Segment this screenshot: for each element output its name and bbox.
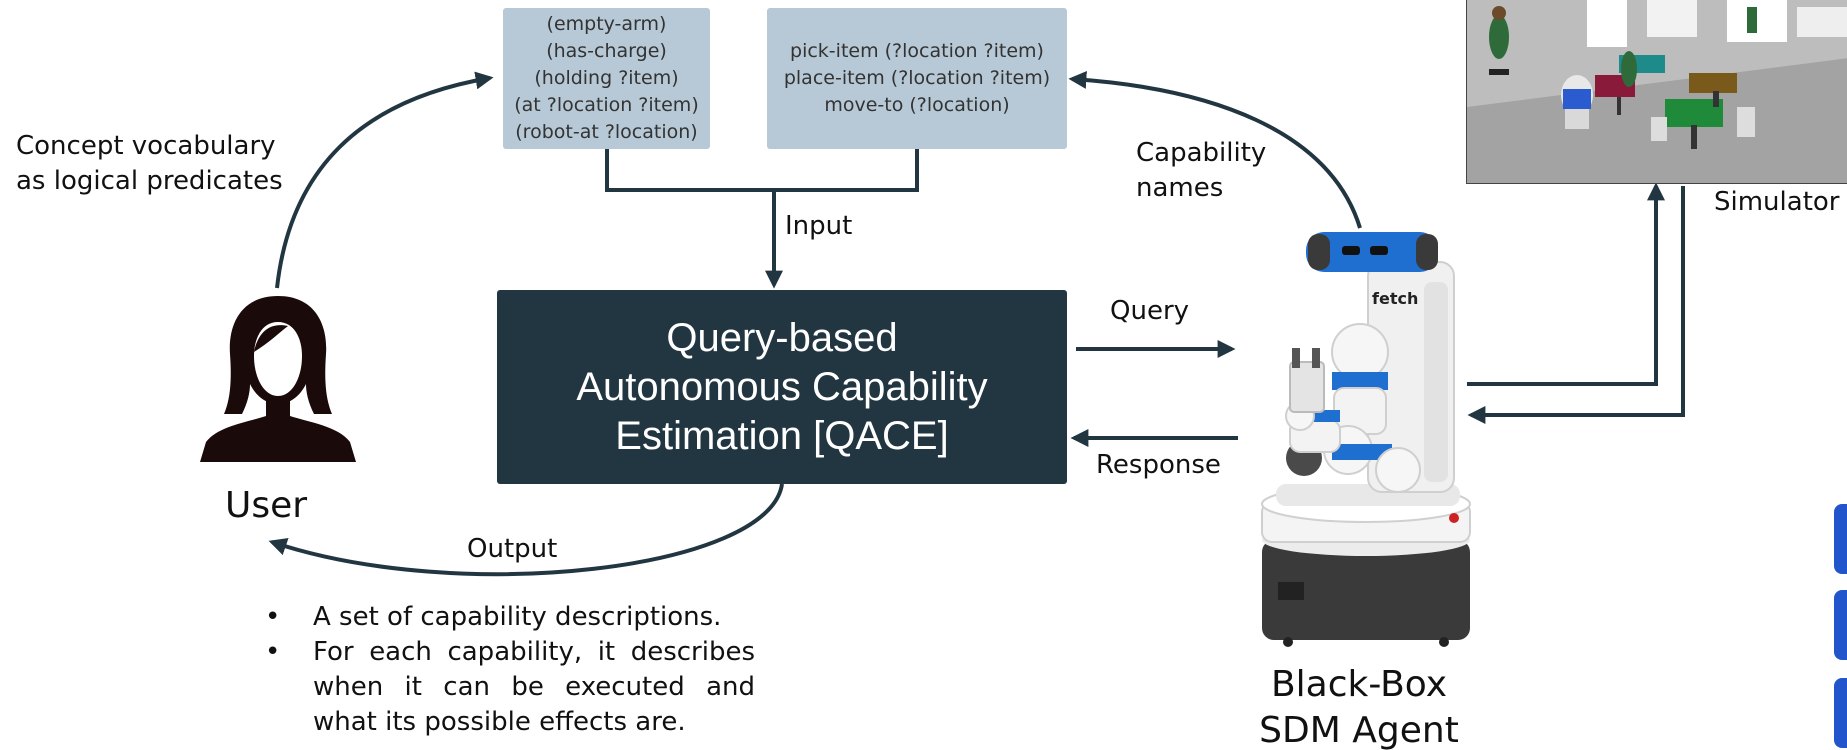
qace-title-line: Estimation [QACE] bbox=[615, 413, 949, 458]
bullet-text: For each capability, it describes when i… bbox=[313, 637, 755, 737]
predicate-item: (robot-at ?location) bbox=[515, 121, 698, 143]
output-bullet: • For each capability, it describes when… bbox=[265, 635, 755, 740]
robot-to-capabilities-arrow bbox=[1068, 70, 1362, 229]
output-label: Output bbox=[467, 534, 558, 564]
output-bullet: • A set of capability descriptions. bbox=[265, 600, 755, 635]
user-to-predicates-arrow bbox=[275, 71, 494, 289]
capabilities-box: pick-item (?location ?item) place-item (… bbox=[767, 8, 1067, 149]
query-label: Query bbox=[1110, 296, 1190, 326]
simulator-panel bbox=[1466, 0, 1847, 184]
simulator-to-robot-arrow bbox=[1467, 186, 1685, 424]
side-tab[interactable] bbox=[1834, 590, 1847, 660]
user-label: User bbox=[225, 485, 308, 526]
output-bullet-list: • A set of capability descriptions. • Fo… bbox=[265, 600, 755, 740]
predicate-item: (holding ?item) bbox=[534, 67, 679, 89]
simulator-label: Simulator bbox=[1714, 187, 1840, 217]
bullet-text: A set of capability descriptions. bbox=[313, 602, 722, 632]
predicates-box: (empty-arm) (has-charge) (holding ?item)… bbox=[503, 8, 710, 149]
simulator-scene bbox=[1467, 0, 1847, 183]
agent-label: Black-Box SDM Agent bbox=[1256, 662, 1462, 750]
predicate-item: (has-charge) bbox=[546, 40, 667, 62]
response-label: Response bbox=[1096, 450, 1221, 480]
concept-label-line: Concept vocabulary bbox=[16, 131, 276, 161]
capability-item: place-item (?location ?item) bbox=[783, 67, 1051, 89]
robot-image: fetch bbox=[1261, 232, 1471, 647]
side-tab[interactable] bbox=[1834, 678, 1847, 748]
robot-to-simulator-arrow bbox=[1467, 182, 1665, 386]
capability-label-line: names bbox=[1136, 173, 1224, 203]
input-bracket bbox=[605, 149, 919, 192]
qace-title-line: Query-based bbox=[666, 315, 898, 360]
output-arrow bbox=[268, 483, 784, 577]
qace-title-line: Autonomous Capability bbox=[576, 364, 988, 409]
concept-label-line: as logical predicates bbox=[16, 166, 283, 196]
input-label: Input bbox=[785, 211, 853, 241]
predicate-item: (at ?location ?item) bbox=[514, 94, 699, 116]
user-icon bbox=[200, 296, 356, 462]
agent-label-line: Black-Box bbox=[1270, 664, 1448, 705]
bullet-marker: • bbox=[265, 602, 281, 632]
bullet-marker: • bbox=[265, 637, 281, 667]
qace-box: Query-based Autonomous Capability Estima… bbox=[497, 290, 1067, 484]
side-tab[interactable] bbox=[1834, 504, 1847, 574]
agent-label-line: SDM Agent bbox=[1259, 710, 1459, 750]
capability-names-label: Capability names bbox=[1136, 136, 1266, 206]
predicate-item: (empty-arm) bbox=[546, 13, 667, 35]
robot-brand-text: fetch bbox=[1372, 289, 1418, 308]
capability-item: pick-item (?location ?item) bbox=[790, 40, 1044, 62]
concept-vocabulary-label: Concept vocabulary as logical predicates bbox=[16, 129, 283, 199]
capability-item: move-to (?location) bbox=[824, 94, 1010, 116]
capability-label-line: Capability bbox=[1136, 138, 1267, 168]
